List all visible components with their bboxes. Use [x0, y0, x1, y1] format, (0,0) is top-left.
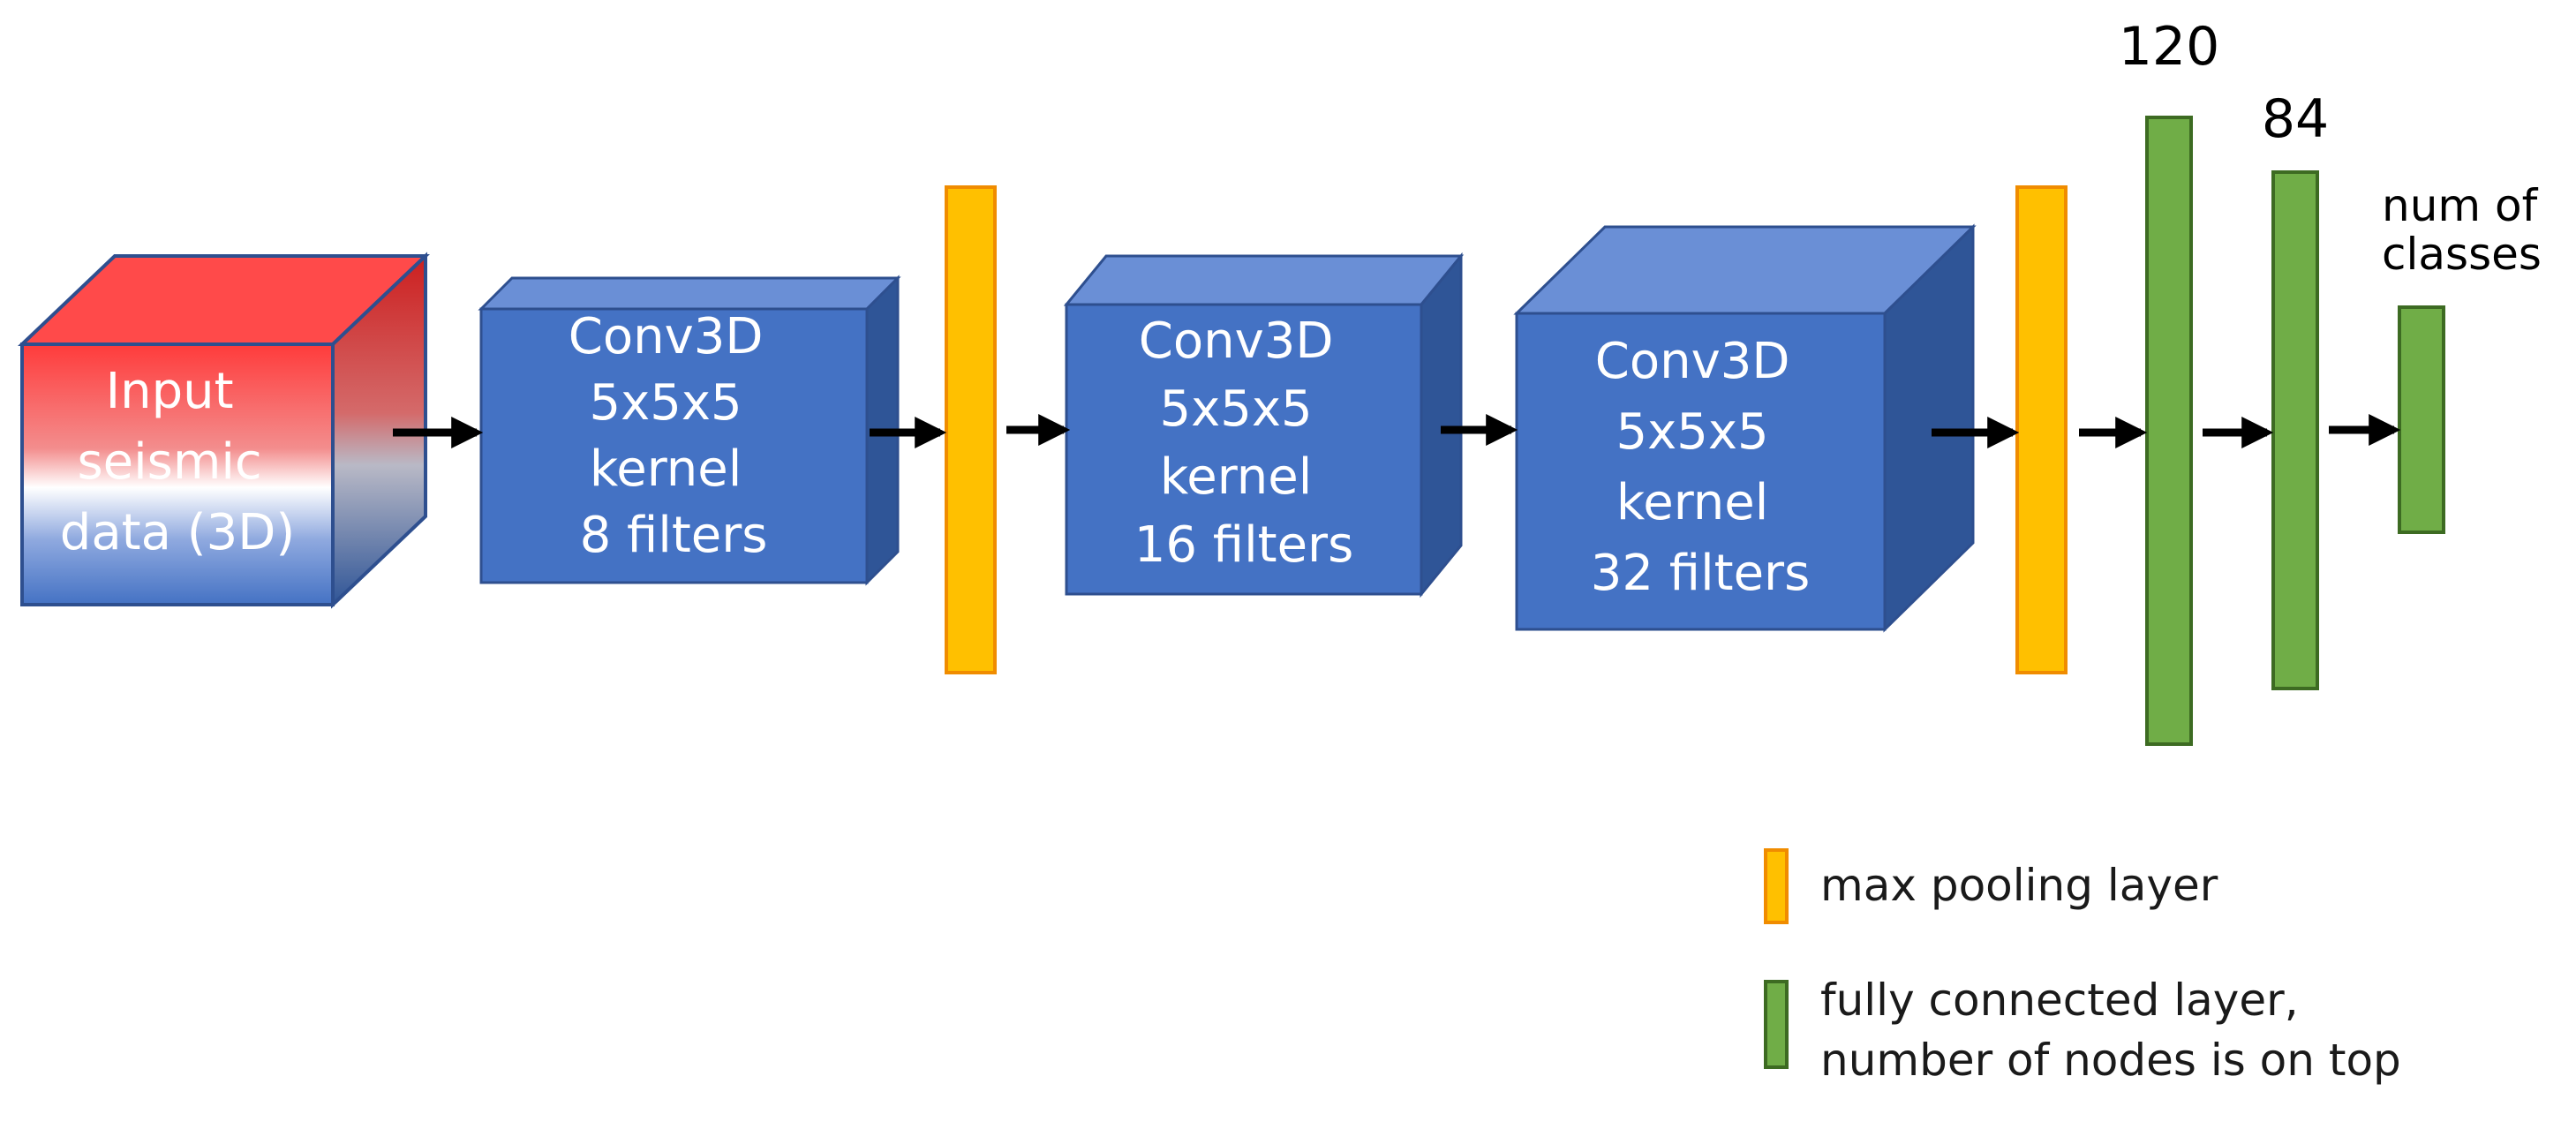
conv-block-2-line-4: 16 filters — [1134, 516, 1354, 574]
conv-block-3-label: Conv3D 5x5x5 kernel 32 filters — [1591, 333, 1811, 602]
input-label: Input seismic data (3D) — [60, 363, 295, 561]
conv-block-2: Conv3D 5x5x5 kernel 16 filters — [1063, 252, 1465, 598]
conv-block-1-line-4: 8 filters — [580, 507, 768, 564]
legend-pool-label: max pooling layer — [1820, 860, 2218, 911]
fc-layer-120 — [2145, 116, 2193, 746]
conv-block-3-line-1: Conv3D — [1595, 333, 1790, 390]
legend-pool-swatch — [1764, 848, 1789, 924]
fc-layer-84-label: 84 — [2262, 88, 2329, 150]
input-block: Input seismic data (3D) — [18, 252, 430, 609]
conv-block-2-top-face — [1063, 254, 1465, 306]
fc-layer-84 — [2271, 170, 2319, 690]
legend-fc-label-line-1: fully connected layer, — [1820, 975, 2299, 1026]
conv-block-3-line-4: 32 filters — [1591, 545, 1811, 602]
conv-block-2-front-face — [1065, 303, 1423, 596]
fc-layer-120-label: 120 — [2119, 16, 2220, 78]
conv-block-2-side-face — [1420, 252, 1463, 598]
input-label-line-2: seismic — [77, 433, 261, 491]
conv-block-2-line-3: kernel — [1160, 448, 1312, 506]
conv-block-2-line-2: 5x5x5 — [1160, 380, 1313, 438]
input-label-line-1: Input — [106, 363, 234, 420]
input-label-line-3: data (3D) — [60, 504, 295, 561]
legend-fc-swatch — [1764, 980, 1789, 1069]
legend: max pooling layer fully connected layer,… — [1764, 848, 2401, 1086]
conv-block-3-line-3: kernel — [1616, 474, 1768, 531]
conv-block-1-line-1: Conv3D — [569, 308, 764, 365]
fc-layer-output-label-line-2: classes — [2382, 229, 2542, 280]
legend-fc-label: fully connected layer, number of nodes i… — [1820, 975, 2401, 1086]
conv-block-3: Conv3D 5x5x5 kernel 32 filters — [1513, 223, 1977, 633]
conv-block-3-line-2: 5x5x5 — [1616, 403, 1769, 461]
conv-block-2-line-1: Conv3D — [1139, 312, 1334, 370]
conv-block-1-line-2: 5x5x5 — [590, 374, 742, 432]
flow-arrows — [393, 414, 2401, 448]
legend-fc-label-line-2: number of nodes is on top — [1820, 1035, 2401, 1086]
conv-block-2-label: Conv3D 5x5x5 kernel 16 filters — [1134, 312, 1354, 574]
conv-block-1-top-face — [478, 276, 901, 311]
max-pool-layer-1 — [945, 185, 997, 674]
conv-block-3-front-face — [1515, 312, 1887, 631]
fc-layer-output-label: num of classes — [2382, 180, 2551, 280]
input-front-face — [20, 342, 335, 606]
conv-block-1-label: Conv3D 5x5x5 kernel 8 filters — [569, 308, 780, 564]
conv-block-1-line-3: kernel — [590, 440, 742, 498]
fc-layer-output-label-line-1: num of — [2382, 180, 2539, 231]
max-pool-layer-2 — [2015, 185, 2068, 674]
conv-block-1: Conv3D 5x5x5 kernel 8 filters — [478, 275, 901, 586]
fc-layer-output — [2398, 305, 2445, 534]
